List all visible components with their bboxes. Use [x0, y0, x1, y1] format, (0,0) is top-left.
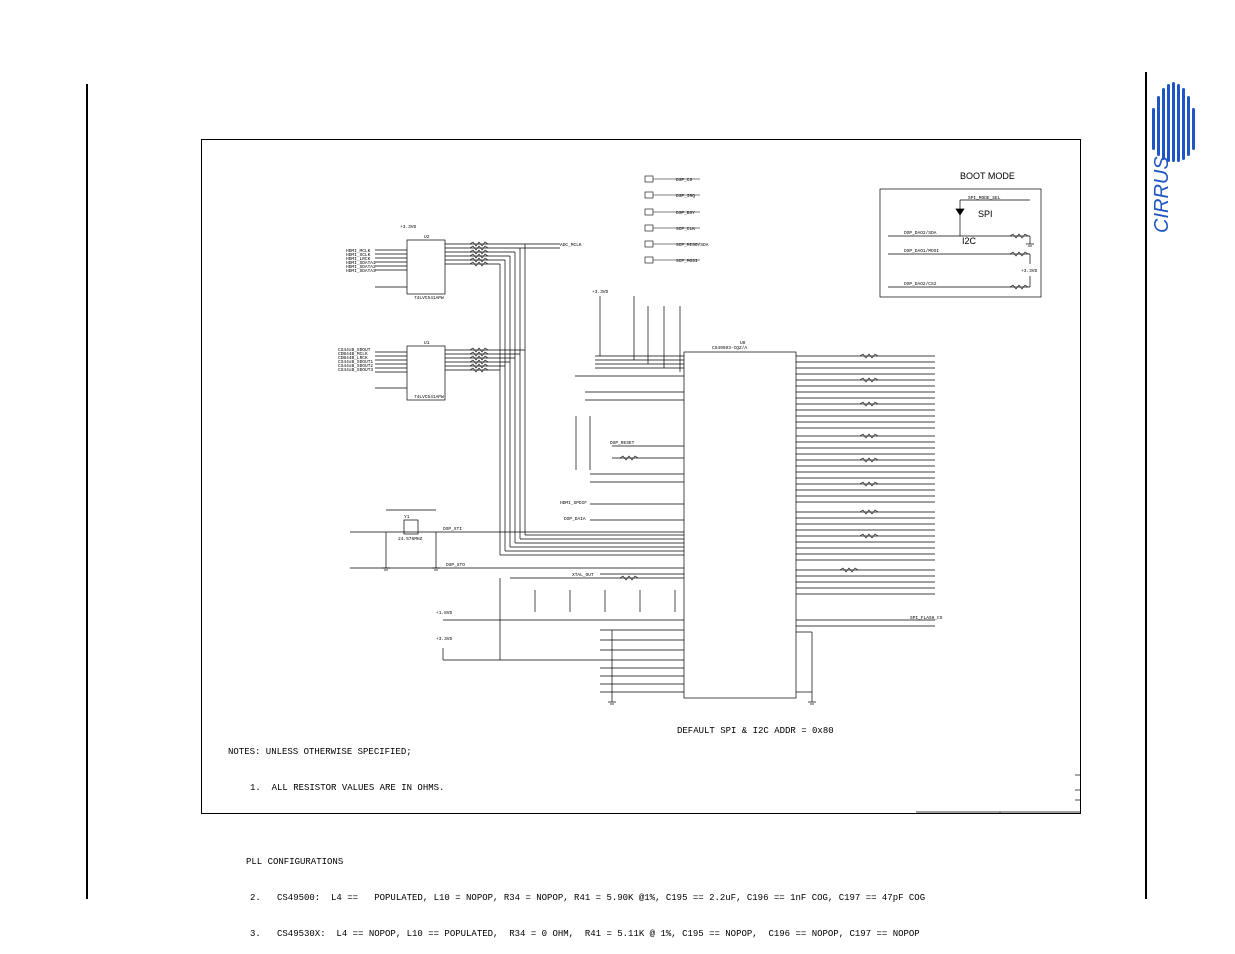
- u2-input-4: HDMI_SDATA1: [346, 260, 376, 266]
- net-dsp-dai: DSP_DAIA: [564, 516, 586, 522]
- u2-input-1: HDMI_MCLK: [346, 248, 371, 254]
- notes-item-3: 3. CS49530X: L4 == NOPOP, L10 == POPULAT…: [250, 929, 920, 939]
- page-rule-left: [86, 84, 88, 899]
- boot-mode-title: BOOT MODE: [960, 171, 1015, 181]
- rail-label-pll: +1.8VD: [436, 610, 453, 616]
- net-adc-mclk: ADC_MCLK: [560, 242, 582, 248]
- u2-input-3: HDMI_LRCK: [346, 256, 371, 262]
- net-spi-flash: SPI_FLASH_CS: [910, 615, 943, 621]
- rail-label-core: +3.3VD: [436, 636, 453, 642]
- net-boot-dao1: DSP_DAO1/MOSI: [904, 248, 939, 254]
- tp-label-5: SCP_MISO/SDA: [676, 242, 709, 248]
- boot-mode-i2c-label: I2C: [962, 236, 977, 246]
- rail-label-u2: +3.3VD: [400, 224, 417, 230]
- tp-label-6: SCP_MOSI: [676, 258, 698, 264]
- u2-ref: U2: [424, 234, 430, 240]
- u1-input-6: CS44xB_SDOUT3: [338, 367, 373, 373]
- rail-label-boot: +3.3VD: [1021, 268, 1038, 274]
- notes-item-1: 1. ALL RESISTOR VALUES ARE IN OHMS.: [250, 783, 445, 793]
- net-hdmi-spdif: HDMI_SPDIF: [560, 500, 587, 506]
- y1-ref: Y1: [404, 514, 410, 520]
- tp-label-3: DSP_BSY: [676, 210, 695, 216]
- tp-label-4: SCP_CLK: [676, 226, 695, 232]
- u1-input-1: CS44xB_SDOUT: [338, 347, 371, 353]
- notes-item-2: 2. CS49500: L4 == POPULATED, L10 = NOPOP…: [250, 893, 926, 903]
- net-boot-cs2: DSP_DAO2/CS2: [904, 281, 937, 287]
- boot-mode-spi-label: SPI: [978, 209, 993, 219]
- schematic-frame: [201, 139, 1081, 814]
- net-xtal-out: XTAL_OUT: [572, 572, 594, 578]
- u2-input-5: HDMI_SDATA2: [346, 264, 376, 270]
- u1-input-5: CS44xB_SDOUT2: [338, 363, 373, 369]
- default-address-note: DEFAULT SPI & I2C ADDR = 0x80: [677, 726, 834, 736]
- net-dsp-xto: DSP_XTO: [446, 562, 465, 568]
- u8-part: CS49503-CQZ/A: [712, 345, 747, 351]
- tp-label-2: DSP_IRQ: [676, 193, 695, 199]
- u1-input-4: CS44xB_SDOUT1: [338, 359, 373, 365]
- net-boot-dao2: DSP_DAO2/SDA: [904, 230, 937, 236]
- u2-part: 74LVC541APW: [414, 295, 444, 301]
- u2-input-2: HDMI_SCLK: [346, 252, 371, 258]
- rail-label-scp: +3.3VD: [592, 289, 609, 295]
- y1-freq: 24.576MHZ: [398, 536, 423, 542]
- u1-ref: U1: [424, 340, 430, 346]
- notes-pll-title: PLL CONFIGURATIONS: [246, 857, 344, 867]
- u1-part: 74LVC541APW: [414, 394, 444, 400]
- cirrus-logo: CIRRUS: [1151, 82, 1195, 233]
- net-dsp-xti: DSP_XTI: [443, 526, 462, 532]
- notes-header: NOTES: UNLESS OTHERWISE SPECIFIED;: [228, 747, 412, 757]
- u2-input-6: HDMI_SDATA3: [346, 268, 376, 274]
- net-dsp-reset: DSP_RESET: [610, 440, 635, 446]
- tp-label-1: DSP_CS: [676, 177, 693, 183]
- schematic-notes: NOTES: UNLESS OTHERWISE SPECIFIED; 1. AL…: [228, 722, 925, 952]
- logo-text: CIRRUS: [1151, 156, 1173, 233]
- u8-ref: U8: [740, 340, 746, 346]
- u1-input-2: CDB44B_MCLK: [338, 351, 368, 357]
- net-boot-spi-sel: SPI_MODE_SEL: [968, 195, 1001, 201]
- u1-input-3: CDB44B_LRCK: [338, 355, 368, 361]
- page-rule-right: [1145, 72, 1147, 899]
